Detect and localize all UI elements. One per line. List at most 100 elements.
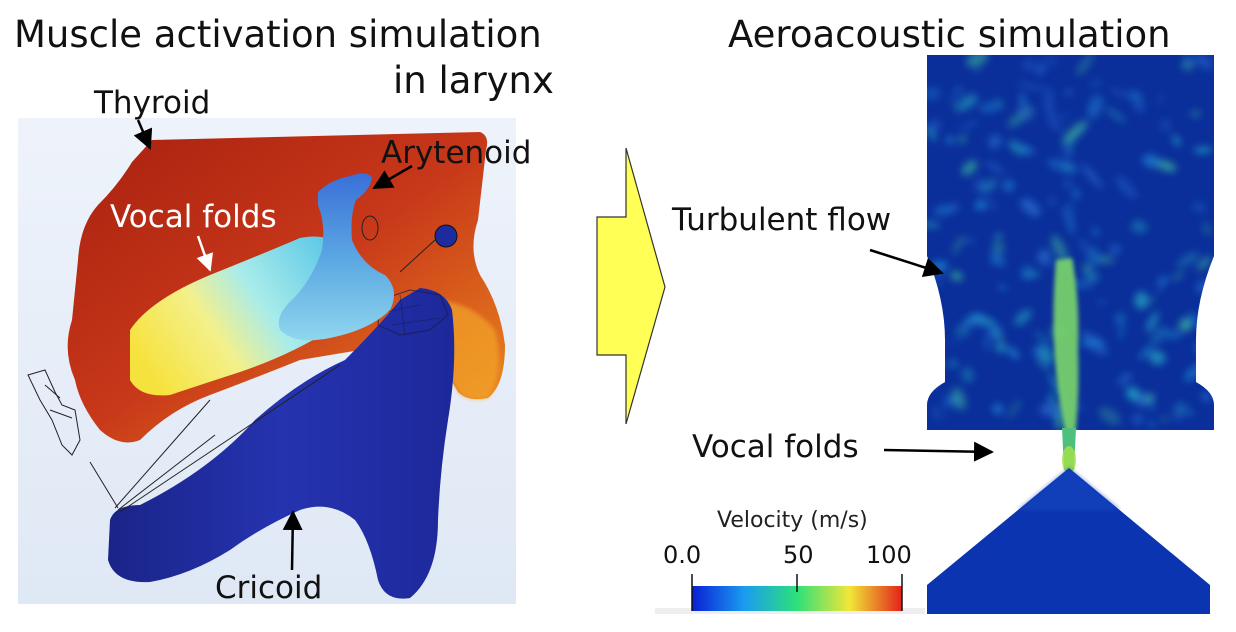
turbulence-blob (1021, 58, 1035, 72)
turbulence-blob (927, 221, 941, 229)
turbulence-blob (1017, 102, 1035, 121)
turbulence-blob (992, 241, 1005, 254)
turbulence-blob (1098, 407, 1121, 425)
turbulence-blob (983, 332, 993, 352)
turbulence-blob (1109, 244, 1121, 255)
turbulence-blob (1200, 392, 1212, 402)
muscle-wireframe (27, 364, 341, 513)
turbulence-blob (941, 339, 961, 346)
turbulence-blob (995, 341, 1007, 353)
turbulence-blob (1132, 414, 1143, 425)
turbulence-blob (927, 125, 937, 142)
turbulence-blob (1049, 372, 1061, 397)
turbulence-blob (996, 334, 1004, 340)
turbulence-blob (994, 98, 1004, 109)
turbulence-blob (1172, 134, 1181, 147)
turbulence-blob (1184, 407, 1195, 418)
turbulence-blob (1117, 372, 1133, 386)
turbulence-blob (1081, 339, 1105, 347)
turbulence-blob (1160, 119, 1170, 131)
turbulence-blob (979, 102, 1000, 113)
turbulence-blob (1171, 270, 1184, 282)
turbulence-blob (1193, 146, 1213, 154)
turbulence-blob (1105, 107, 1127, 123)
turbulence-blob (1096, 298, 1106, 307)
turbulence-blob (1037, 345, 1055, 363)
turbulence-blob (1062, 121, 1088, 144)
turbulence-blob (975, 68, 980, 76)
turbulence-blob (1036, 355, 1051, 371)
turbulence-blob (1143, 393, 1155, 403)
left-title-line1: Muscle activation simulation (14, 13, 542, 56)
turbulence-blob (951, 387, 966, 410)
label-vocal-folds-model: Vocal folds (110, 199, 277, 235)
turbulence-blob (953, 85, 963, 97)
turbulence-blob (1047, 115, 1063, 132)
cricoid-cartilage (108, 288, 455, 599)
label-cricoid: Cricoid (215, 570, 323, 606)
turbulence-blob (1134, 291, 1148, 309)
turbulence-blob (1002, 179, 1015, 192)
right-title: Aeroacoustic simulation (728, 13, 1171, 56)
turbulence-blob (957, 93, 978, 111)
turbulence-blob (1007, 346, 1020, 360)
turbulence-blob (955, 323, 971, 338)
turbulence-blob (1126, 386, 1141, 402)
turbulence-blob (954, 236, 967, 247)
turbulence-blob (1072, 188, 1080, 200)
turbulence-blob (989, 251, 1006, 267)
turbulence-blob (1039, 403, 1062, 417)
turbulence-blob (1020, 198, 1041, 217)
turbulence-blob (992, 403, 1004, 415)
turbulence-blob (974, 200, 987, 211)
process-arrow (596, 147, 666, 425)
turbulence-blob (985, 161, 1005, 174)
turbulence-blob (1007, 399, 1021, 419)
thyroid-arrow (133, 119, 153, 150)
label-thyroid: Thyroid (94, 85, 211, 121)
turbulence-blob (1082, 263, 1092, 272)
label-turbulent-flow: Turbulent flow (672, 202, 892, 238)
turbulence-blob (950, 271, 963, 281)
turbulence-blob (927, 86, 941, 101)
turbulence-blob (1145, 311, 1159, 333)
turbulence-blob (940, 392, 948, 419)
colorbar-title: Velocity (m/s) (717, 508, 868, 533)
turbulence-blob (1108, 87, 1134, 100)
label-vocal-folds-flow: Vocal folds (692, 429, 859, 465)
turbulence-blob (1033, 330, 1053, 347)
turbulence-texture (927, 55, 1214, 430)
turbulence-blob (967, 120, 977, 128)
turbulence-blob (1050, 112, 1073, 119)
turbulence-blob (1157, 160, 1177, 172)
turbulence-blob (1086, 279, 1093, 289)
turbulence-blob (966, 55, 988, 68)
colorbar-label-mid: 50 (783, 541, 814, 569)
vocal-folds-model (130, 236, 346, 396)
turbulent-flow-arrow (869, 248, 944, 278)
turbulence-blob (1150, 325, 1167, 346)
turbulence-blob (1014, 309, 1032, 326)
turbulence-blob (1020, 264, 1034, 281)
turbulence-blob (1089, 79, 1103, 88)
turbulence-blob (988, 134, 1002, 149)
turbulence-blob (972, 314, 996, 327)
turbulence-blob (1201, 56, 1214, 72)
turbulence-blob (1148, 350, 1166, 365)
turbulence-blob (1147, 420, 1157, 429)
turbulence-blob (1138, 386, 1143, 407)
turbulence-blob (1138, 344, 1153, 361)
arytenoid-arrow (372, 164, 413, 190)
turbulence-blob (1130, 220, 1148, 234)
turbulence-blob (1203, 222, 1211, 236)
turbulence-blob (949, 359, 958, 368)
turbulence-blob (928, 357, 943, 376)
turbulence-blob (1081, 164, 1103, 189)
flow-simulation (655, 55, 1214, 614)
turbulence-blob (930, 359, 943, 372)
larynx-model (18, 118, 516, 604)
turbulence-blob (1048, 198, 1056, 205)
turbulence-blob (958, 124, 969, 133)
velocity-colorbar (691, 574, 903, 611)
turbulence-blob (1048, 393, 1055, 404)
